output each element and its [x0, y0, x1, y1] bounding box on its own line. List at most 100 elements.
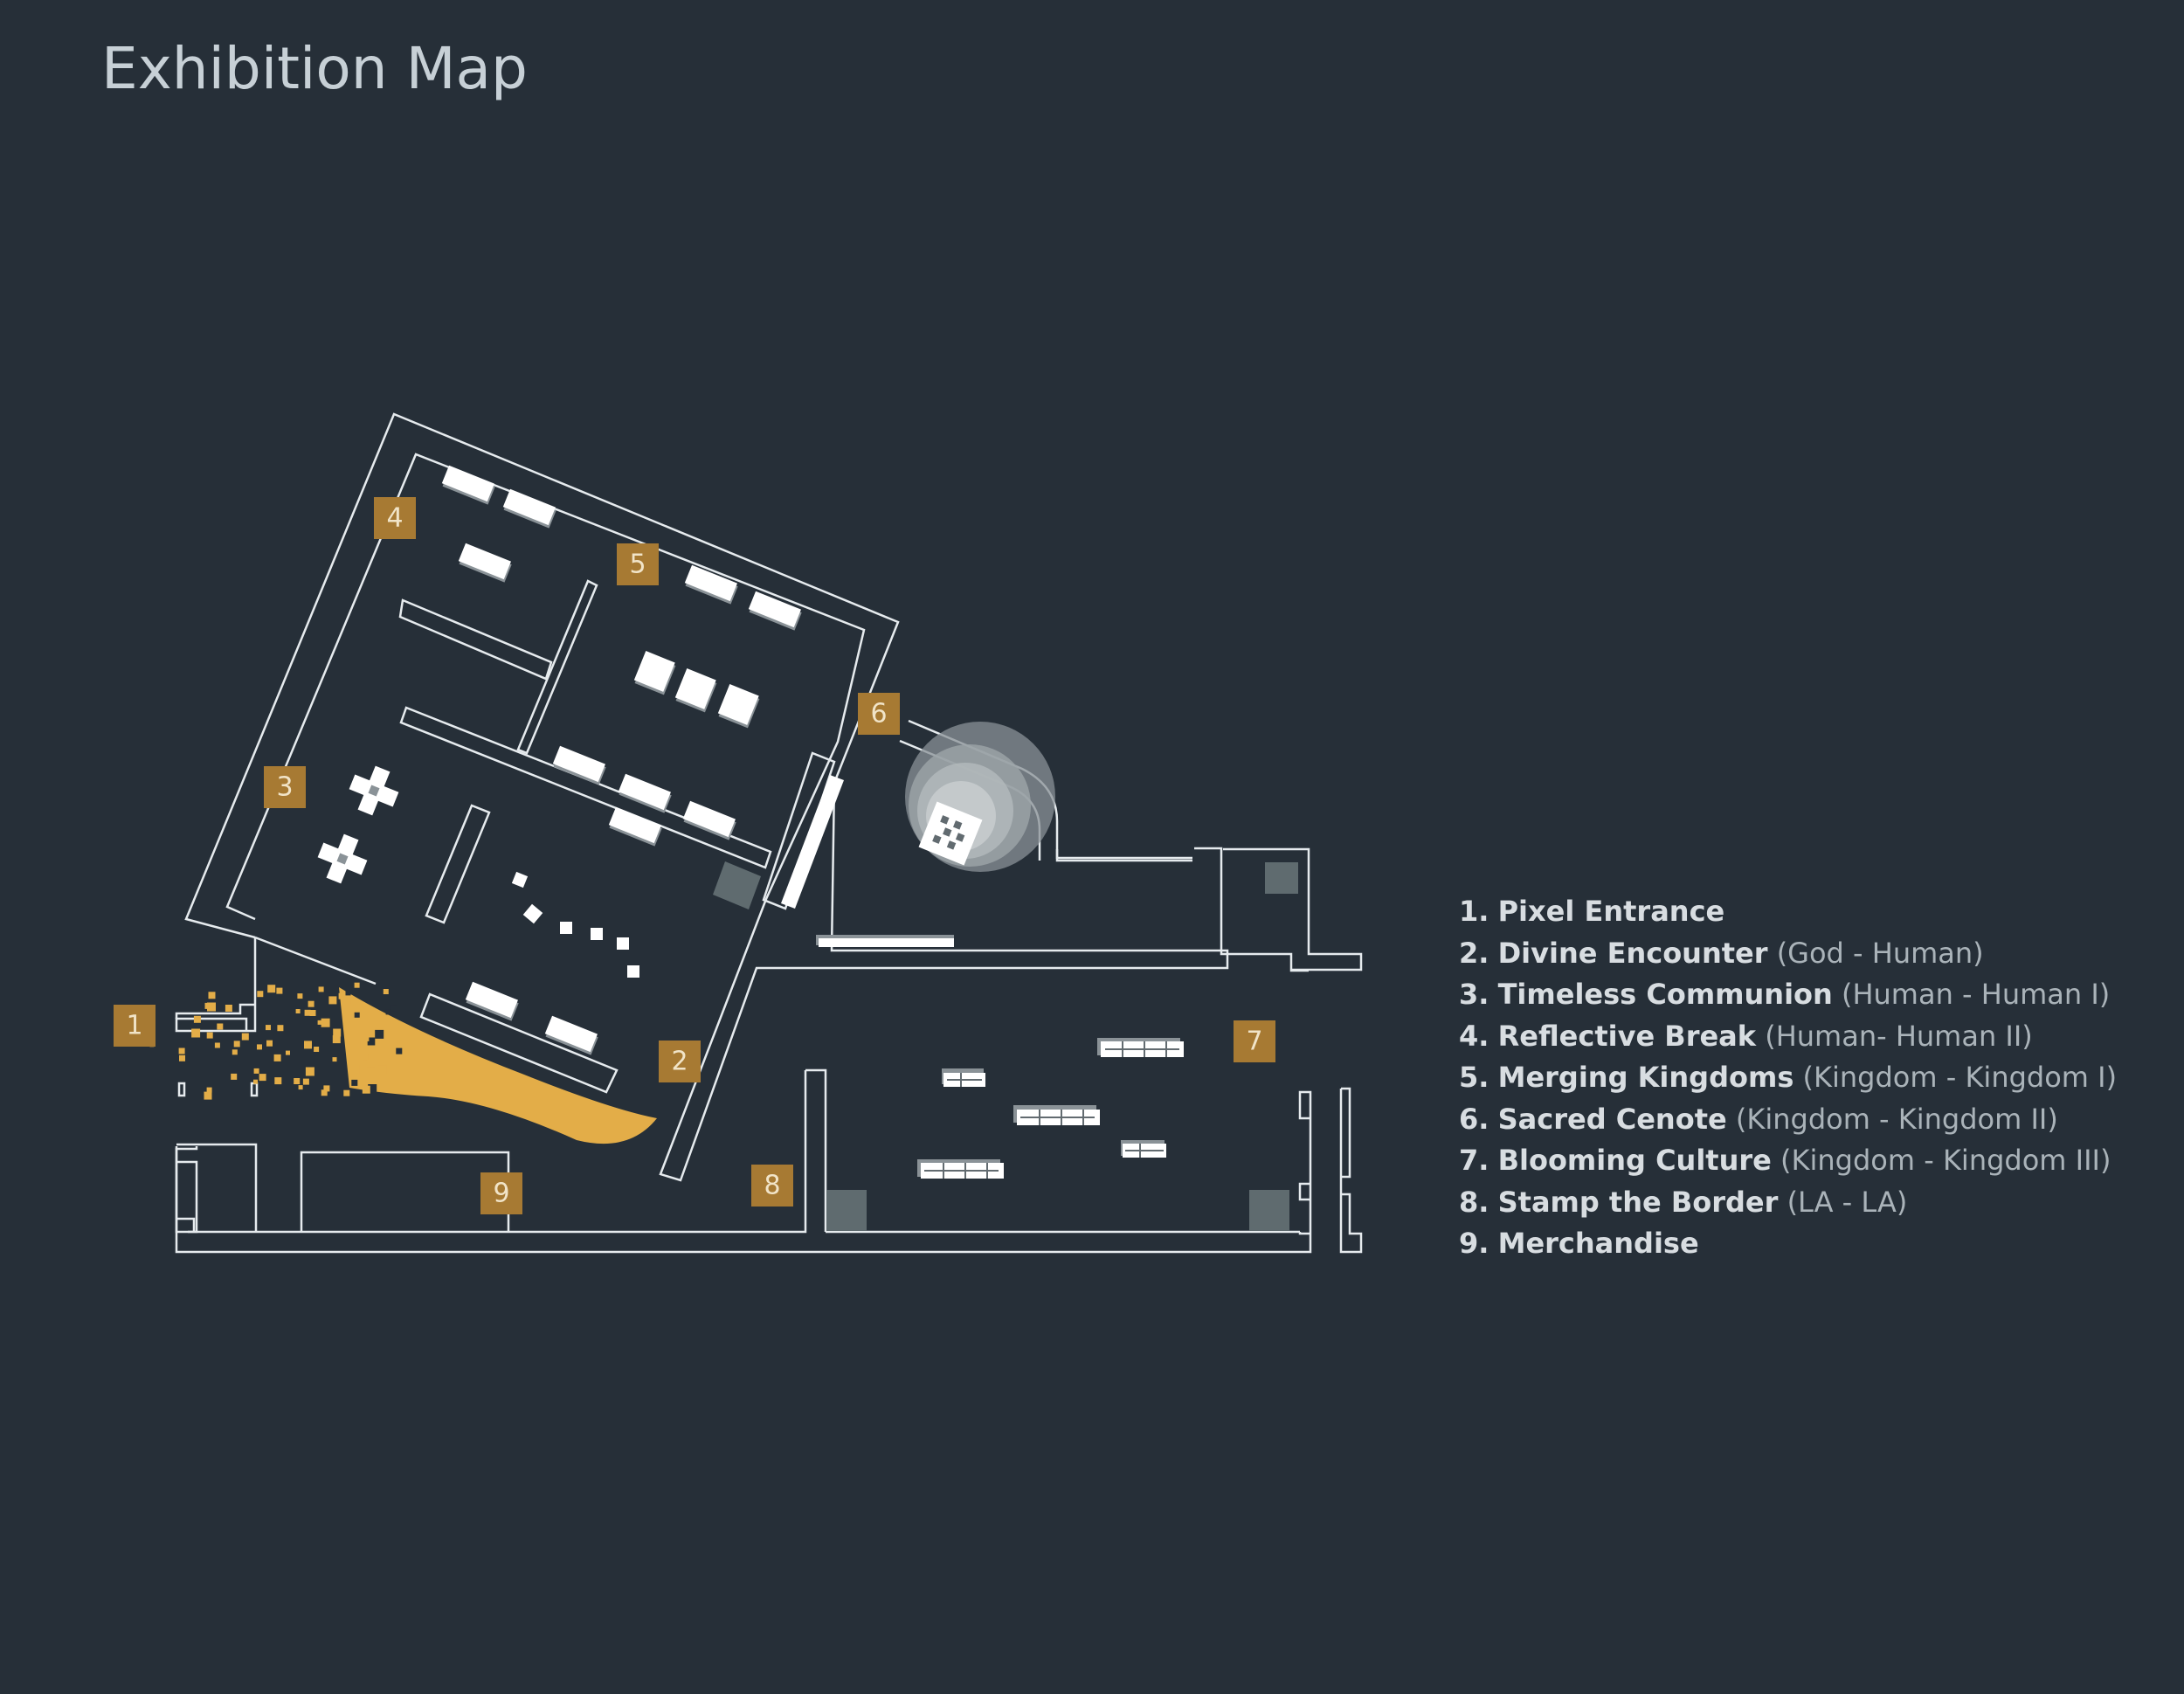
- pixel: [317, 1020, 322, 1025]
- pixel: [385, 1009, 391, 1015]
- legend-item-4[interactable]: 4. Reflective Break (Human- Human II): [1459, 1016, 2117, 1058]
- display-cases: [317, 465, 1298, 1231]
- partition-wall: [516, 579, 598, 755]
- pixel: [274, 1077, 282, 1085]
- marker-1[interactable]: 1: [114, 1005, 156, 1047]
- legend-number: 7.: [1459, 1144, 1489, 1177]
- legend-name: Merging Kingdoms: [1497, 1061, 1794, 1094]
- legend-item-5[interactable]: 5. Merging Kingdoms (Kingdom - Kingdom I…: [1459, 1057, 2117, 1099]
- marker-9-label: 9: [493, 1179, 509, 1209]
- pixel: [178, 1048, 185, 1054]
- pixel: [351, 1079, 358, 1086]
- pixel: [298, 1085, 303, 1090]
- pixel: [321, 1018, 330, 1027]
- legend-name: Divine Encounter: [1497, 936, 1768, 970]
- legend-number: 3.: [1459, 978, 1489, 1011]
- marker-6-label: 6: [870, 699, 887, 729]
- pixel: [204, 1002, 211, 1009]
- pixel-entrance-floor: [339, 987, 657, 1144]
- pixel: [368, 1084, 377, 1093]
- marker-4[interactable]: 4: [374, 497, 416, 539]
- pixel: [332, 1035, 341, 1044]
- pixel: [276, 987, 283, 994]
- pixel: [318, 986, 324, 992]
- entrance-wall: [176, 1217, 196, 1232]
- pixel-scatter: [149, 982, 405, 1100]
- legend-subtitle: (Human- Human II): [1765, 1019, 2033, 1053]
- pixel: [375, 1075, 382, 1082]
- map-legend: 1. Pixel Entrance 2. Divine Encounter (G…: [1459, 891, 2117, 1265]
- marker-4-label: 4: [386, 503, 403, 534]
- pixel: [363, 1054, 369, 1061]
- marker-8-label: 8: [764, 1171, 780, 1201]
- marker-5-label: 5: [629, 550, 646, 580]
- pixel: [206, 1032, 213, 1039]
- outer-wall: [1223, 847, 1363, 971]
- main-hall: [175, 847, 1363, 1254]
- lower-wall: [419, 992, 619, 1094]
- brick-table: [1013, 1105, 1100, 1125]
- marker-3[interactable]: 3: [264, 766, 306, 808]
- legend-subtitle: (LA - LA): [1787, 1185, 1908, 1219]
- pixel: [356, 1053, 363, 1060]
- brick-table: [942, 1068, 985, 1087]
- pixel: [304, 1009, 311, 1016]
- pixel: [257, 991, 264, 998]
- marker-7[interactable]: 7: [1234, 1020, 1275, 1062]
- pixel: [323, 1085, 330, 1092]
- legend-name: Timeless Communion: [1497, 978, 1833, 1011]
- pixel: [217, 1023, 224, 1030]
- legend-name: Pixel Entrance: [1497, 895, 1725, 928]
- pixel: [304, 1041, 312, 1049]
- pixel: [375, 1029, 384, 1039]
- marker-1-label: 1: [126, 1011, 142, 1041]
- pixel: [308, 1000, 314, 1007]
- entrance-wall: [175, 937, 257, 1033]
- pixel: [345, 990, 351, 996]
- entrance-wall: [176, 1160, 198, 1234]
- partition-wall: [805, 1068, 827, 1232]
- pixel: [362, 1085, 370, 1094]
- legend-item-8[interactable]: 8. Stamp the Border (LA - LA): [1459, 1182, 2117, 1224]
- corridor-wall: [398, 598, 553, 681]
- marker-9[interactable]: 9: [480, 1172, 522, 1214]
- pixel: [314, 1047, 320, 1052]
- legend-item-1[interactable]: 1. Pixel Entrance: [1459, 891, 2117, 933]
- legend-name: Sacred Cenote: [1497, 1102, 1727, 1136]
- pixel: [253, 1079, 258, 1084]
- legend-item-6[interactable]: 6. Sacred Cenote (Kingdom - Kingdom II): [1459, 1099, 2117, 1141]
- marker-6[interactable]: 6: [858, 693, 900, 735]
- page-title: Exhibition Map: [101, 35, 528, 102]
- pixel: [333, 1028, 342, 1037]
- marker-5[interactable]: 5: [617, 543, 659, 585]
- brick-table: [1097, 1038, 1184, 1057]
- legend-item-2[interactable]: 2. Divine Encounter (God - Human): [1459, 933, 2117, 975]
- pixel: [207, 1002, 216, 1012]
- legend-number: 6.: [1459, 1102, 1489, 1136]
- pixel: [367, 1037, 376, 1046]
- pixel: [396, 1048, 403, 1054]
- legend-item-3[interactable]: 3. Timeless Communion (Human - Human I): [1459, 974, 2117, 1016]
- pixel: [179, 1054, 185, 1061]
- cenote-pool: [905, 722, 1055, 872]
- pixel: [241, 1033, 249, 1041]
- marker-2[interactable]: 2: [659, 1041, 701, 1082]
- legend-item-7[interactable]: 7. Blooming Culture (Kingdom - Kingdom I…: [1459, 1140, 2117, 1182]
- lower-wall: [254, 936, 377, 985]
- pixel: [377, 1065, 387, 1075]
- entrance-wall: [176, 1143, 258, 1232]
- bench: [250, 1082, 259, 1097]
- pixel: [225, 1005, 232, 1012]
- partition-wall: [425, 804, 491, 924]
- brick-table: [917, 1159, 1004, 1179]
- pixel: [297, 993, 303, 999]
- pixel: [306, 1068, 313, 1075]
- pixel: [390, 1005, 397, 1012]
- outer-wall: [1055, 849, 1192, 860]
- legend-item-9[interactable]: 9. Merchandise: [1459, 1223, 2117, 1265]
- outer-wall: [1339, 1087, 1363, 1254]
- marker-8[interactable]: 8: [751, 1165, 793, 1207]
- pixel: [206, 1087, 212, 1093]
- pixel: [253, 1068, 259, 1074]
